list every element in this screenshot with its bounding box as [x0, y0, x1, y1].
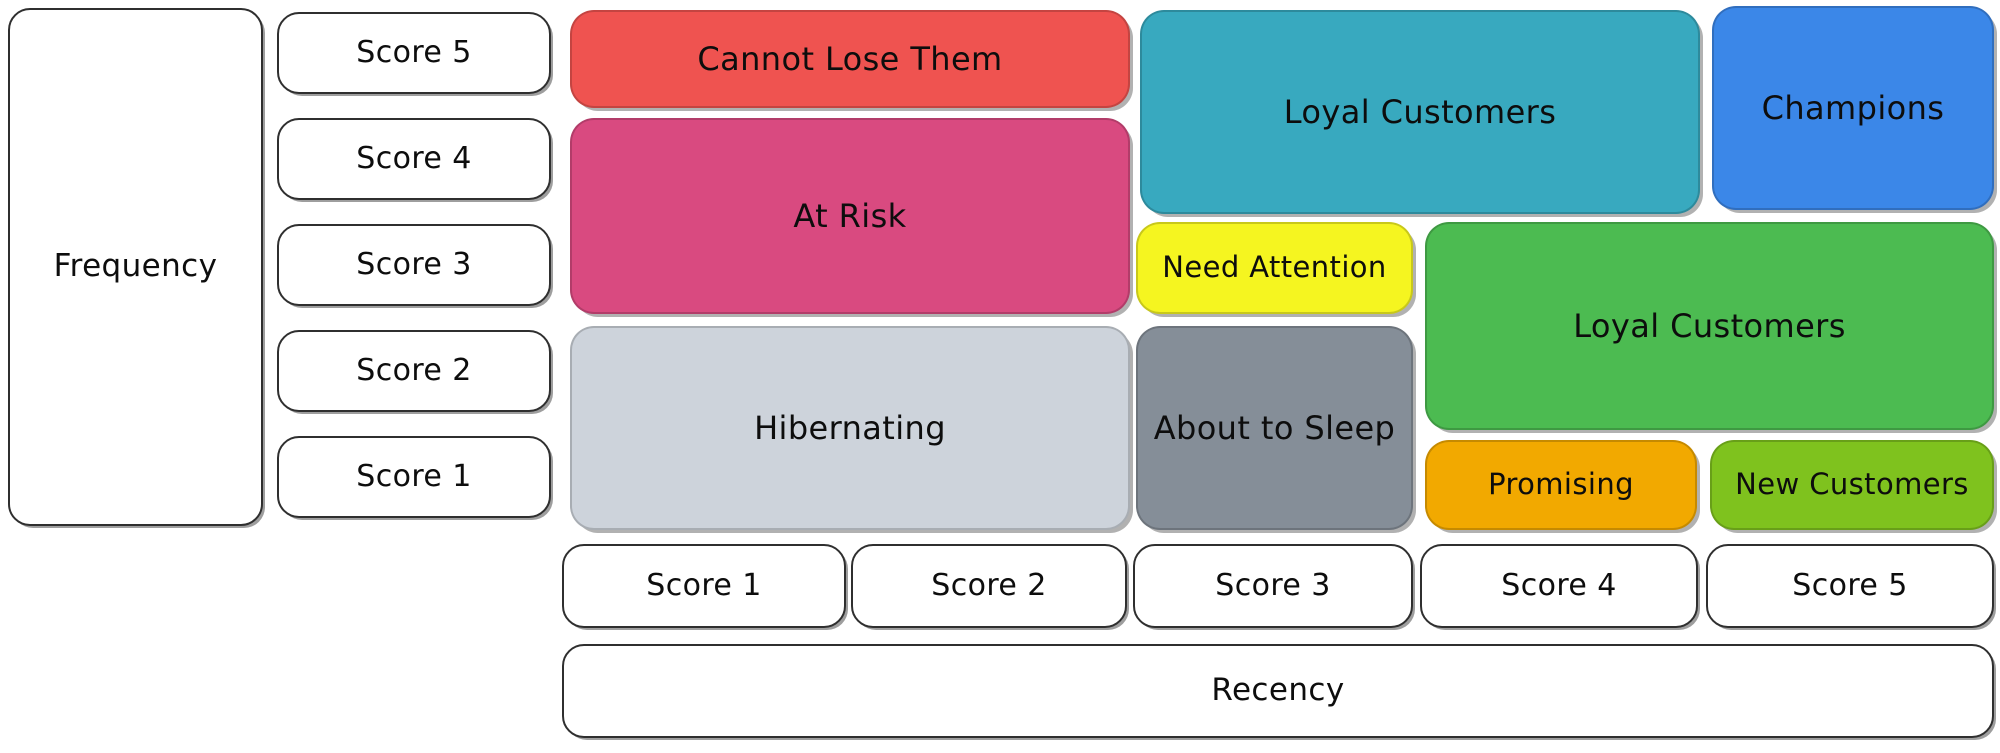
x-score-3[interactable]: Score 3	[1133, 544, 1413, 628]
segment-at-risk-label: At Risk	[793, 196, 907, 235]
segment-need-attention[interactable]: Need Attention	[1136, 222, 1413, 314]
y-score-1-label: Score 1	[356, 458, 472, 494]
segment-champions-label: Champions	[1761, 88, 1945, 127]
x-score-5[interactable]: Score 5	[1706, 544, 1994, 628]
x-score-3-label: Score 3	[1215, 567, 1331, 603]
x-score-4-label: Score 4	[1501, 567, 1617, 603]
y-score-3[interactable]: Score 3	[277, 224, 551, 306]
y-score-2[interactable]: Score 2	[277, 330, 551, 412]
x-axis-recency-label: Recency	[562, 644, 1994, 738]
x-score-2-label: Score 2	[931, 567, 1047, 603]
segment-loyal-customers-green-label: Loyal Customers	[1573, 306, 1846, 345]
y-score-5[interactable]: Score 5	[277, 12, 551, 94]
segment-about-to-sleep-label: About to Sleep	[1153, 408, 1396, 447]
segment-hibernating-label: Hibernating	[754, 408, 946, 447]
segment-champions[interactable]: Champions	[1712, 6, 1994, 210]
segment-promising-label: Promising	[1488, 467, 1634, 502]
y-score-2-label: Score 2	[356, 352, 472, 388]
segment-need-attention-label: Need Attention	[1162, 250, 1387, 285]
segment-new-customers[interactable]: New Customers	[1710, 440, 1994, 530]
y-score-4[interactable]: Score 4	[277, 118, 551, 200]
segment-new-customers-label: New Customers	[1735, 467, 1969, 502]
y-axis-title-text: Frequency	[53, 248, 218, 285]
y-score-5-label: Score 5	[356, 34, 472, 70]
x-score-2[interactable]: Score 2	[851, 544, 1127, 628]
segment-about-to-sleep[interactable]: About to Sleep	[1136, 326, 1413, 530]
y-score-1[interactable]: Score 1	[277, 436, 551, 518]
y-axis-frequency-label: Frequency	[8, 8, 263, 526]
segment-loyal-customers-teal[interactable]: Loyal Customers	[1140, 10, 1700, 214]
x-score-1[interactable]: Score 1	[562, 544, 846, 628]
segment-loyal-customers-green[interactable]: Loyal Customers	[1425, 222, 1994, 430]
x-axis-title-text: Recency	[1211, 672, 1345, 709]
segment-hibernating[interactable]: Hibernating	[570, 326, 1130, 530]
segment-loyal-customers-teal-label: Loyal Customers	[1283, 92, 1557, 131]
segment-cannot-lose-them-label: Cannot Lose Them	[697, 39, 1003, 78]
segment-cannot-lose-them[interactable]: Cannot Lose Them	[570, 10, 1130, 108]
x-score-1-label: Score 1	[646, 567, 762, 603]
x-score-4[interactable]: Score 4	[1420, 544, 1698, 628]
segment-promising[interactable]: Promising	[1425, 440, 1697, 530]
y-score-4-label: Score 4	[356, 140, 472, 176]
segment-at-risk[interactable]: At Risk	[570, 118, 1130, 314]
y-score-3-label: Score 3	[356, 246, 472, 282]
x-score-5-label: Score 5	[1792, 567, 1908, 603]
